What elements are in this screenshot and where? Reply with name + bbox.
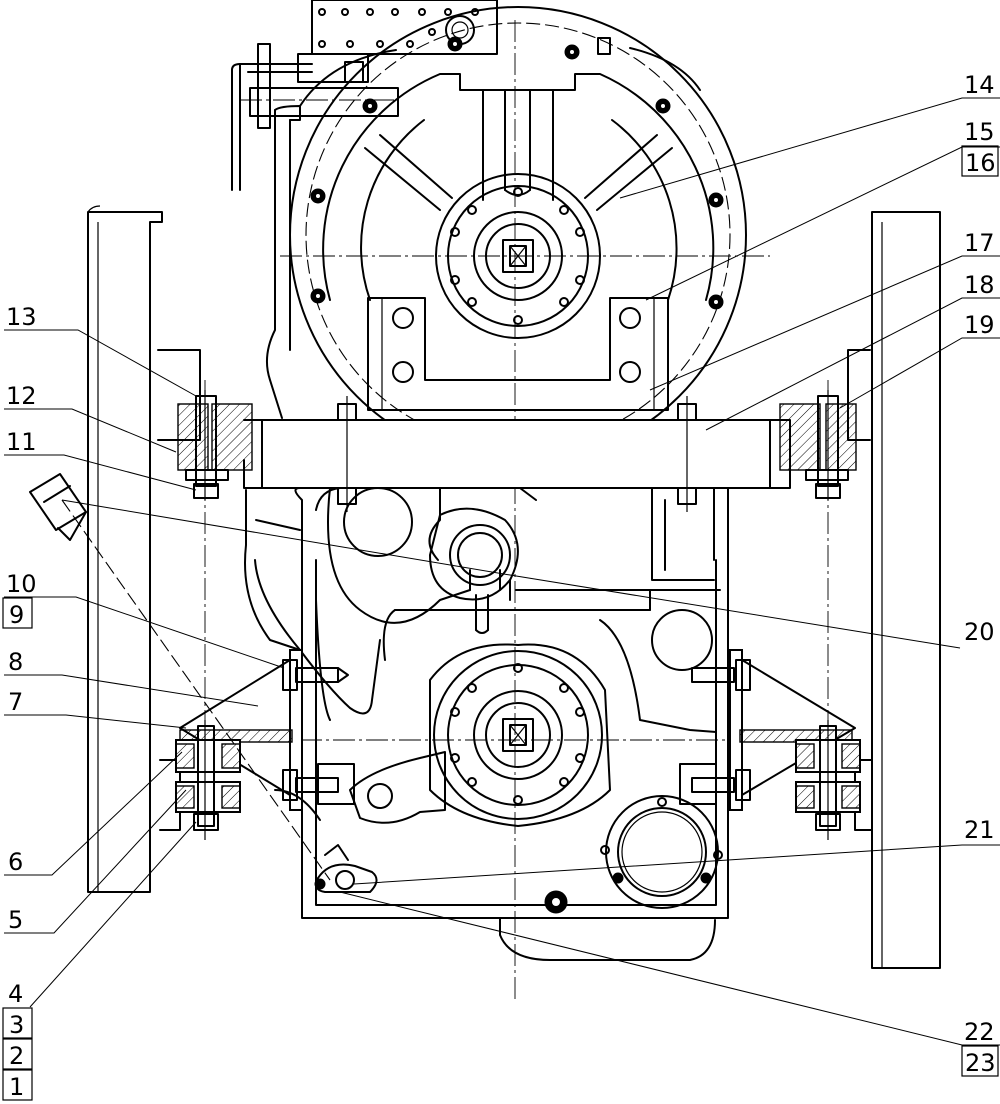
box-16 — [961, 145, 999, 177]
filter-housing — [600, 795, 723, 909]
upper-right-rubber-mount — [779, 390, 857, 500]
label-14: 14 — [964, 71, 995, 99]
label-21: 21 — [964, 816, 995, 844]
intermediate-shaft-boss — [429, 507, 519, 634]
box-3 — [2, 1007, 33, 1039]
part-labels-left: 13 12 11 10 9 8 7 6 5 4 3 2 1 — [2, 303, 37, 1101]
box-1 — [2, 1069, 33, 1101]
label-10: 10 — [6, 570, 37, 598]
leader-lines — [4, 97, 1000, 1046]
label-15: 15 — [964, 118, 995, 146]
upper-left-rubber-mount — [177, 390, 253, 500]
label-1: 1 — [9, 1073, 24, 1101]
part-labels-right: 14 15 16 17 18 19 20 21 22 23 — [961, 71, 999, 1077]
left-lower-bracket — [179, 649, 355, 821]
label-19: 19 — [964, 311, 995, 339]
right-frame-rail — [847, 211, 941, 969]
label-7: 7 — [8, 688, 23, 716]
label-9: 9 — [9, 601, 24, 629]
label-4: 4 — [8, 980, 23, 1008]
oil-pan — [499, 890, 716, 961]
lower-right-rubber-mount — [795, 720, 861, 840]
label-3: 3 — [9, 1011, 24, 1039]
label-20: 20 — [964, 618, 995, 646]
crossbeam — [243, 396, 791, 512]
label-23: 23 — [965, 1049, 996, 1077]
upper-mount-bracket — [367, 297, 669, 411]
label-11: 11 — [6, 428, 37, 456]
upper-output-flange — [435, 173, 601, 339]
box-2 — [2, 1038, 33, 1070]
label-5: 5 — [8, 906, 23, 934]
label-12: 12 — [6, 382, 37, 410]
gearbox-housing — [244, 487, 729, 919]
label-16: 16 — [965, 149, 996, 177]
box-23 — [961, 1045, 999, 1077]
lower-left-lug — [349, 751, 446, 824]
right-lower-bracket — [679, 649, 856, 811]
label-18: 18 — [964, 271, 995, 299]
lower-left-rubber-mount — [175, 720, 241, 840]
upper-housing — [265, 6, 747, 464]
centerlines — [204, 20, 829, 1000]
lower-output-flange — [429, 643, 611, 827]
label-2: 2 — [9, 1042, 24, 1070]
label-8: 8 — [8, 648, 23, 676]
drain-plug — [314, 844, 378, 893]
label-13: 13 — [6, 303, 37, 331]
control-valve-block — [231, 0, 611, 191]
label-17: 17 — [964, 229, 995, 257]
label-6: 6 — [8, 848, 23, 876]
box-9 — [2, 597, 33, 629]
breather-sensor — [29, 473, 331, 881]
label-22: 22 — [964, 1018, 995, 1046]
